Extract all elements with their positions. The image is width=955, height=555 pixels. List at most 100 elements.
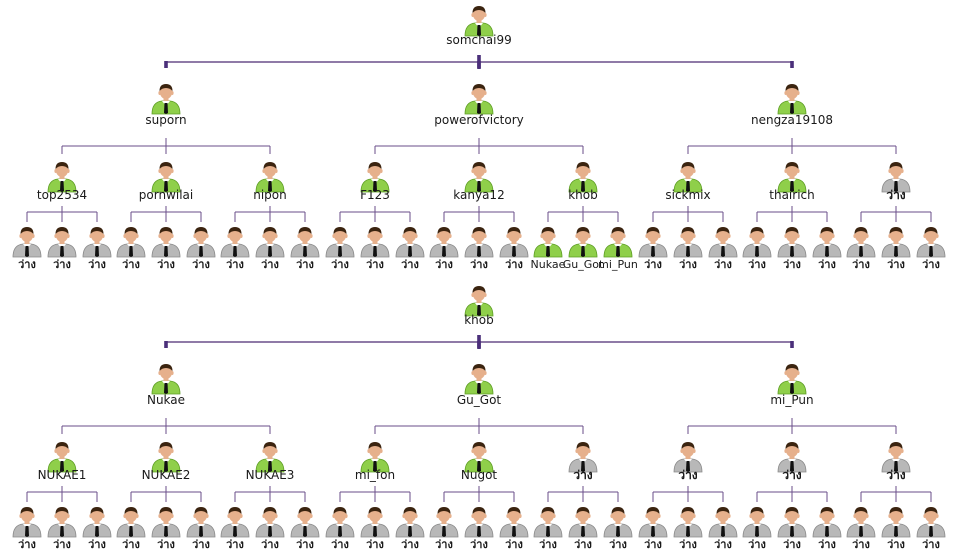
level2-member-label[interactable]: ว่าง (678, 468, 697, 482)
level3-member-label[interactable]: ว่าง (644, 538, 662, 551)
empty-slot-avatar-icon (499, 227, 529, 258)
level2-member-label[interactable]: mi_fon (355, 468, 395, 482)
level2-member-label[interactable]: ว่าง (573, 468, 592, 482)
empty-slot-avatar-icon (12, 507, 42, 538)
level3-member-label[interactable]: ว่าง (296, 258, 314, 271)
level1-connector (687, 138, 897, 154)
level2-member-label[interactable]: khob (568, 188, 598, 202)
level3-member-label[interactable]: ว่าง (401, 258, 419, 271)
level2-member-label[interactable]: NUKAE2 (142, 468, 191, 482)
level2-member-label[interactable]: pornwilai (139, 188, 193, 202)
root-member-label[interactable]: somchai99 (446, 33, 511, 47)
level3-member-label[interactable]: ว่าง (470, 538, 488, 551)
level3-member-label[interactable]: ว่าง (922, 258, 940, 271)
level3-member-label[interactable]: ว่าง (679, 538, 697, 551)
level3-member-label[interactable]: ว่าง (539, 538, 557, 551)
level3-member-label[interactable]: ว่าง (714, 538, 732, 551)
level3-member-label[interactable]: ว่าง (18, 538, 36, 551)
level2-member-label[interactable]: NUKAE1 (38, 468, 87, 482)
empty-slot-avatar-icon (603, 507, 633, 538)
level3-member-label[interactable]: ว่าง (366, 258, 384, 271)
level3-member-label[interactable]: ว่าง (122, 538, 140, 551)
level3-member-label[interactable]: ว่าง (852, 258, 870, 271)
level3-member-label[interactable]: ว่าง (53, 538, 71, 551)
empty-slot-avatar-icon (568, 442, 598, 473)
empty-slot-avatar-icon (12, 227, 42, 258)
empty-slot-avatar-icon (499, 507, 529, 538)
empty-slot-avatar-icon (186, 227, 216, 258)
level3-member-label[interactable]: ว่าง (157, 538, 175, 551)
level3-member-label[interactable]: ว่าง (505, 258, 523, 271)
level3-member-label[interactable]: ว่าง (922, 538, 940, 551)
level3-member-label[interactable]: ว่าง (783, 258, 801, 271)
level3-member-label[interactable]: ว่าง (783, 538, 801, 551)
level2-member-label[interactable]: top2534 (37, 188, 87, 202)
level3-member-label[interactable]: ว่าง (609, 538, 627, 551)
level1-member-label[interactable]: powerofvictory (434, 113, 524, 127)
empty-slot-avatar-icon (116, 507, 146, 538)
level3-member-label[interactable]: Nukae (531, 258, 566, 271)
level2-member-label[interactable]: nipon (253, 188, 287, 202)
empty-slot-avatar-icon (673, 507, 703, 538)
level2-member-label[interactable]: sickmix (665, 188, 710, 202)
level3-member-label[interactable]: ว่าง (53, 258, 71, 271)
level3-member-label[interactable]: ว่าง (226, 258, 244, 271)
level3-member-label[interactable]: ว่าง (748, 258, 766, 271)
level3-member-label[interactable]: ว่าง (574, 538, 592, 551)
level3-member-label[interactable]: ว่าง (470, 258, 488, 271)
level3-member-label[interactable]: ว่าง (887, 538, 905, 551)
level3-member-label[interactable]: ว่าง (261, 258, 279, 271)
level3-member-label[interactable]: ว่าง (401, 538, 419, 551)
level3-member-label[interactable]: ว่าง (331, 258, 349, 271)
member-avatar-icon (464, 162, 494, 193)
empty-slot-avatar-icon (568, 507, 598, 538)
level3-member-label[interactable]: ว่าง (296, 538, 314, 551)
empty-slot-avatar-icon (777, 227, 807, 258)
level2-member-label[interactable]: thairich (769, 188, 814, 202)
level2-member-label[interactable]: Nugot (461, 468, 498, 482)
level3-member-label[interactable]: ว่าง (18, 258, 36, 271)
empty-slot-avatar-icon (220, 227, 250, 258)
level1-member-label[interactable]: suporn (145, 113, 186, 127)
level3-member-label[interactable]: Gu_Got (563, 258, 604, 271)
level3-member-label[interactable]: ว่าง (157, 258, 175, 271)
level3-member-label[interactable]: ว่าง (505, 538, 523, 551)
level1-member-label[interactable]: mi_Pun (770, 393, 813, 407)
level2-member-label[interactable]: ว่าง (782, 468, 801, 482)
level1-member-label[interactable]: Gu_Got (457, 393, 502, 407)
level2-member-label[interactable]: ว่าง (886, 468, 905, 482)
root-member-label[interactable]: khob (464, 313, 494, 327)
member-avatar-icon (151, 364, 181, 395)
level3-member-label[interactable]: ว่าง (261, 538, 279, 551)
empty-slot-avatar-icon (533, 507, 563, 538)
level3-member-label[interactable]: ว่าง (331, 538, 349, 551)
level3-member-label[interactable]: ว่าง (714, 258, 732, 271)
level3-member-label[interactable]: ว่าง (435, 538, 453, 551)
level2-member-label[interactable]: kanya12 (453, 188, 504, 202)
level3-member-label[interactable]: mi_Pun (598, 258, 638, 271)
level2-member-label[interactable]: NUKAE3 (246, 468, 295, 482)
level2-member-label[interactable]: F123 (360, 188, 390, 202)
level3-member-label[interactable]: ว่าง (192, 538, 210, 551)
level3-member-label[interactable]: ว่าง (192, 258, 210, 271)
empty-slot-avatar-icon (673, 227, 703, 258)
level3-member-label[interactable]: ว่าง (679, 258, 697, 271)
level1-member-label[interactable]: Nukae (147, 393, 185, 407)
level3-member-label[interactable]: ว่าง (88, 538, 106, 551)
level3-member-label[interactable]: ว่าง (435, 258, 453, 271)
level3-member-label[interactable]: ว่าง (887, 258, 905, 271)
level3-member-label[interactable]: ว่าง (852, 538, 870, 551)
level3-member-label[interactable]: ว่าง (748, 538, 766, 551)
empty-slot-avatar-icon (846, 507, 876, 538)
level2-connector (130, 486, 202, 502)
level1-member-label[interactable]: nengza19108 (751, 113, 833, 127)
level1-connector (374, 138, 584, 154)
level2-member-label[interactable]: ว่าง (886, 188, 905, 202)
level3-member-label[interactable]: ว่าง (644, 258, 662, 271)
level3-member-label[interactable]: ว่าง (88, 258, 106, 271)
level3-member-label[interactable]: ว่าง (818, 538, 836, 551)
level3-member-label[interactable]: ว่าง (818, 258, 836, 271)
level3-member-label[interactable]: ว่าง (226, 538, 244, 551)
level3-member-label[interactable]: ว่าง (366, 538, 384, 551)
level3-member-label[interactable]: ว่าง (122, 258, 140, 271)
